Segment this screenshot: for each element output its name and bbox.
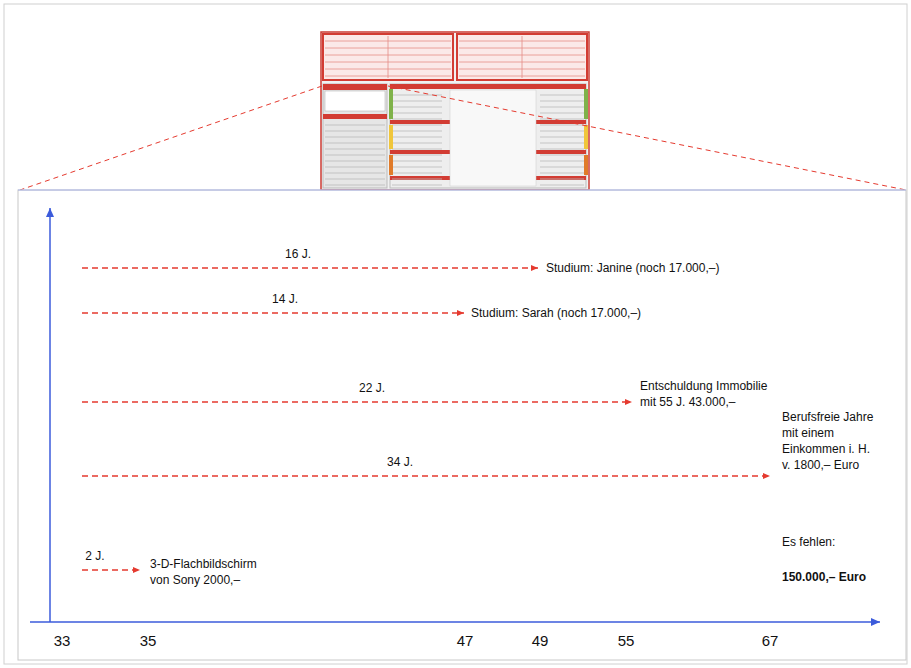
- duration-label: 22 J.: [359, 380, 385, 396]
- zoom-line: [388, 86, 906, 190]
- age-tick: 55: [618, 632, 635, 650]
- time-arrow: [82, 267, 538, 269]
- zoom-panel: [18, 190, 906, 660]
- duration-label: 16 J.: [285, 246, 311, 262]
- time-arrow: [82, 475, 770, 477]
- form-thumbnail: [321, 32, 589, 190]
- y-axis: [49, 208, 51, 622]
- goal-label: 3-D-Flachbildschirm von Sony 2000,–: [150, 556, 272, 588]
- age-tick: 49: [532, 632, 549, 650]
- time-arrow: [82, 312, 464, 314]
- x-axis: [30, 621, 880, 623]
- zoom-line: [20, 86, 322, 190]
- gap-amount: 150.000,– Euro: [782, 569, 866, 585]
- goal-label: Entschuldung Immobilie mit 55 J. 43.000,…: [640, 378, 780, 410]
- goal-label: Studium: Sarah (noch 17.000,–): [471, 305, 641, 321]
- panel-edge: [18, 190, 906, 191]
- note-label: Es fehlen:: [782, 534, 835, 550]
- duration-label: 34 J.: [387, 454, 413, 470]
- time-arrow: [82, 569, 140, 571]
- time-arrow: [82, 401, 632, 403]
- age-tick: 35: [140, 632, 157, 650]
- duration-label: 14 J.: [272, 291, 298, 307]
- outer-frame: [4, 4, 907, 664]
- goal-label: Berufsfreie Jahre mit einem Einkommen i.…: [782, 409, 874, 473]
- age-tick: 67: [762, 632, 779, 650]
- goal-label: Studium: Janine (noch 17.000,–): [546, 260, 719, 276]
- duration-label: 2 J.: [85, 548, 104, 564]
- age-tick: 33: [54, 632, 71, 650]
- age-tick: 47: [457, 632, 474, 650]
